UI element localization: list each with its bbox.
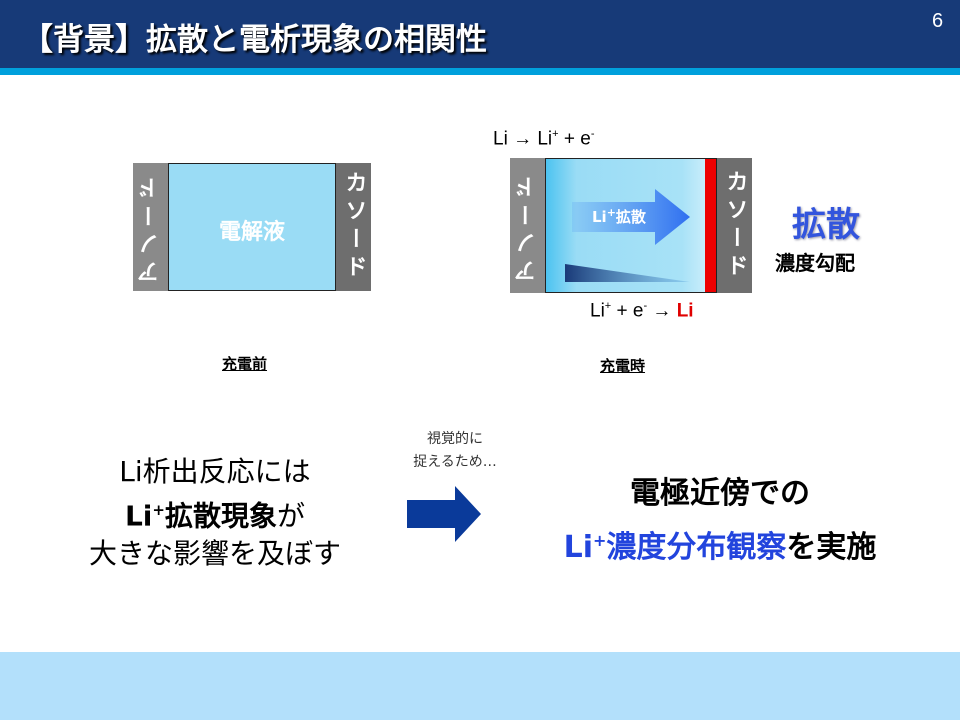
header-bar	[0, 0, 960, 68]
cathode-during: カソード	[717, 158, 752, 293]
statement-blue: Li	[563, 530, 593, 565]
statement-text: を実施	[786, 530, 877, 565]
statement-sup: +	[593, 531, 607, 550]
anode-label: アノード	[514, 169, 540, 282]
statement-text: が	[277, 499, 306, 533]
note-line: 視覚的に	[427, 431, 483, 447]
eq-text: + e	[558, 128, 591, 150]
statement-bold: Li	[124, 499, 153, 533]
eq-sup: +	[604, 300, 612, 312]
anode-reaction: Li → Li+ + e-	[493, 128, 594, 150]
electrolyte-label: 電解液	[218, 220, 285, 245]
label-text: 拡散	[615, 208, 646, 226]
header-stripe	[0, 68, 960, 75]
anode-label: アノード	[137, 171, 163, 283]
note-line: 捉えるため…	[413, 454, 497, 470]
label-sup: +	[606, 206, 616, 219]
cathode-label: カソード	[341, 171, 367, 283]
eq-sup: +	[552, 128, 559, 140]
statement-line: 大きな影響を及ぼす	[88, 537, 341, 571]
anode-before: アノード	[133, 163, 168, 291]
electrolyte-before: 電解液	[168, 163, 336, 291]
eq-li-red: Li	[676, 300, 694, 322]
slide-title: 【背景】拡散と電析現象の相関性	[22, 22, 487, 58]
diffusion-arrow-icon	[565, 189, 690, 282]
diffusion-title: 拡散	[792, 205, 860, 245]
eq-sup: -	[643, 300, 648, 312]
cathode-reaction: Li+ + e- → Li	[590, 300, 694, 322]
anode-during: アノード	[510, 158, 545, 293]
statement-bold: 拡散現象	[165, 499, 278, 533]
footer-bar	[0, 652, 960, 720]
statement-sup: +	[152, 501, 165, 519]
lithium-deposit	[705, 159, 716, 292]
eq-text: Li → Li	[493, 128, 553, 150]
statement-line: 電極近傍での	[630, 476, 810, 511]
concentration-gradient	[565, 264, 690, 282]
eq-text: →	[647, 300, 677, 322]
statement-line: Li析出反応には	[119, 455, 311, 488]
eq-sup: -	[590, 128, 595, 140]
caption-before: 充電前	[222, 355, 268, 373]
arrow-note: 視覚的に 捉えるため…	[385, 428, 525, 474]
label-text: Li	[592, 208, 607, 226]
eq-text: Li	[590, 300, 605, 322]
statement-line: Li+濃度分布観察を実施	[500, 517, 940, 571]
caption-during: 充電時	[600, 357, 646, 375]
statement-blue: 濃度分布観察	[606, 530, 787, 565]
statement-line: Li+拡散現象が	[40, 491, 390, 535]
eq-text: + e	[611, 300, 644, 322]
cathode-before: カソード	[336, 163, 371, 291]
page-number: 6	[932, 10, 944, 32]
diffusion-arrow-label: Li+拡散	[592, 206, 646, 227]
left-statement: Li析出反応には Li+拡散現象が 大きな影響を及ぼす	[40, 453, 390, 573]
cathode-label: カソード	[722, 169, 748, 282]
right-statement: 電極近傍での Li+濃度分布観察を実施	[500, 470, 940, 571]
concentration-gradient-label: 濃度勾配	[775, 251, 855, 275]
right-arrow-icon	[407, 486, 481, 542]
